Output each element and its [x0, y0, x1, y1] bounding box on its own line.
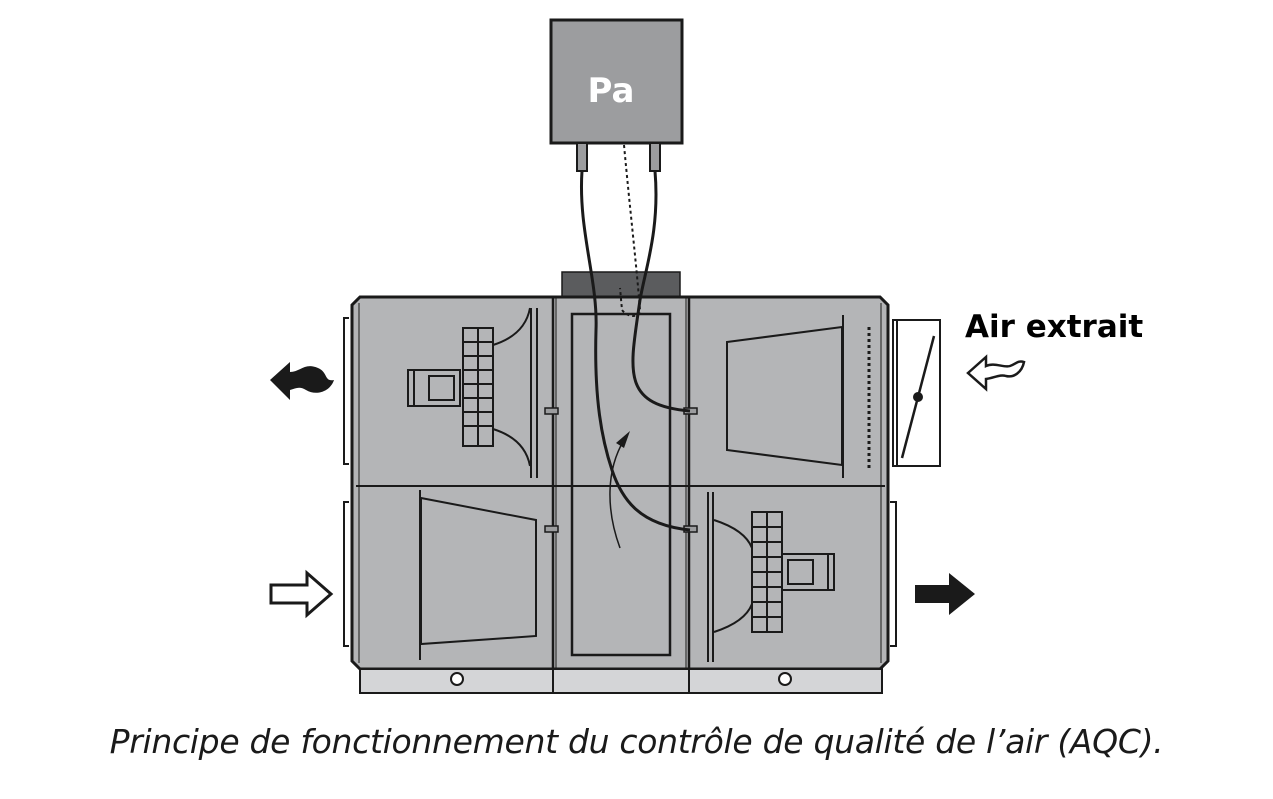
supply-outlet-arrow [915, 573, 975, 615]
extract-inlet-arrow [966, 354, 1026, 392]
supply-inlet-arrow [269, 569, 334, 619]
extract-filter [726, 315, 871, 478]
gauge-label: Pa [588, 71, 635, 111]
ahu-diagram: Pa [269, 18, 1143, 694]
gauge-box [549, 18, 684, 145]
figure-caption: Principe de fonctionnement du contrôle d… [109, 722, 1164, 761]
base-frame [359, 668, 883, 694]
exhaust-outlet-arrow [270, 362, 334, 400]
exhaust-air-label: Air extrait [965, 309, 1143, 345]
gauge-port-right [649, 142, 661, 172]
gauge-port-left [576, 142, 588, 172]
pressure-tap [544, 525, 559, 533]
side-flanges [343, 317, 897, 647]
ahu-unit [343, 295, 941, 671]
pressure-tap [544, 407, 559, 415]
pressure-tubing [579, 144, 691, 532]
rotation-arrow [609, 431, 630, 549]
supply-filter [419, 490, 537, 660]
heat-exchanger [570, 312, 672, 657]
supply-fan [707, 492, 835, 662]
pressure-gauge: Pa [549, 18, 684, 172]
extract-damper [892, 319, 941, 467]
top-duct [561, 271, 681, 300]
exhaust-fan [407, 307, 538, 478]
